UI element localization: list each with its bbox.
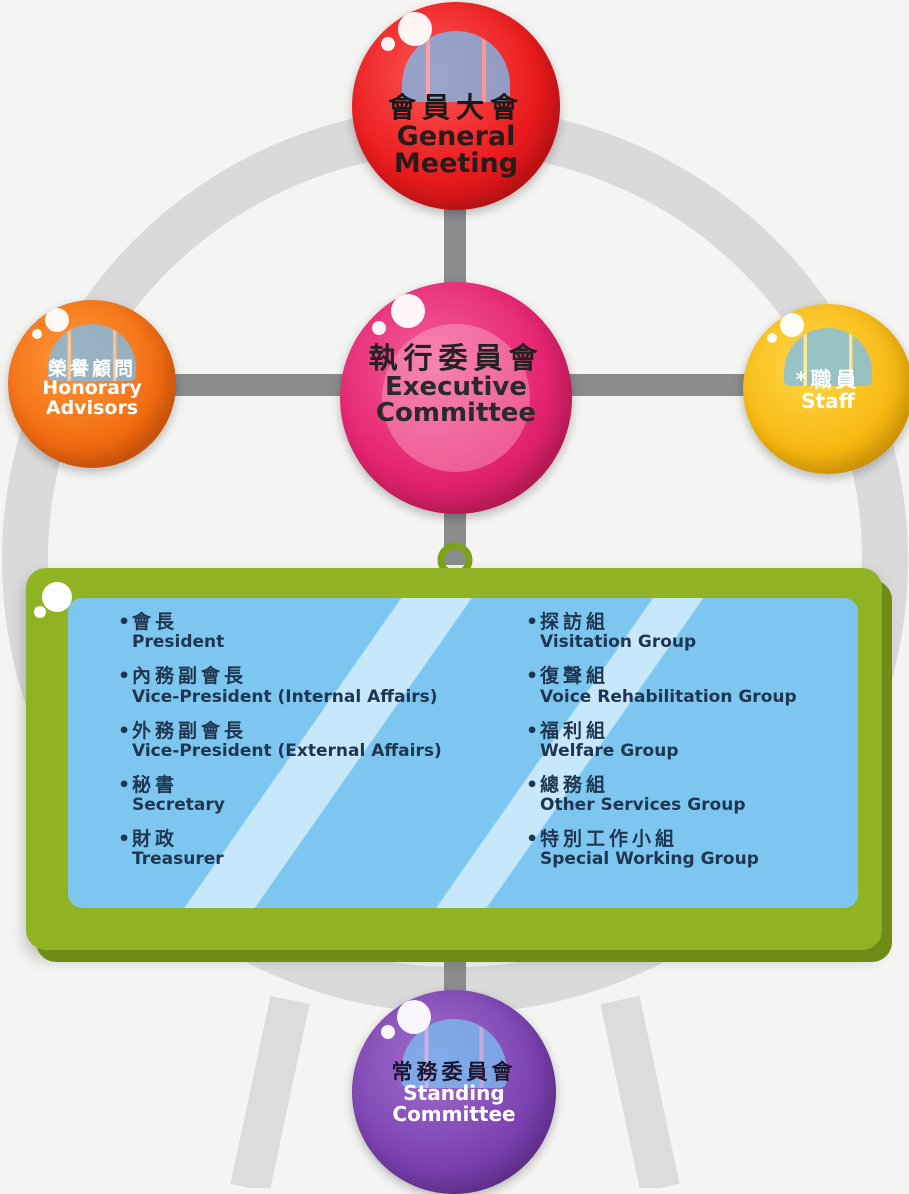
highlight-bubble-small: [381, 37, 396, 52]
role-en: Visitation Group: [540, 632, 697, 653]
connector-gm-ex: [444, 200, 466, 290]
general-meeting-en-1: General: [396, 120, 516, 152]
role-zh: 內務副會長: [132, 665, 248, 688]
bullet: •: [118, 611, 131, 633]
node-inner-ring: [381, 323, 531, 473]
highlight-bubble-small: [766, 332, 777, 343]
role-zh: 特別工作小組: [540, 828, 679, 851]
role-zh: 總務組: [540, 773, 610, 796]
honorary-advisors-node: 榮譽顧問 Honorary Advisors: [8, 300, 176, 468]
standing-committee-en-1: Standing: [403, 1081, 505, 1106]
bullet: •: [118, 719, 131, 742]
highlight-bubble-small: [31, 328, 42, 339]
role-en: Special Working Group: [540, 849, 759, 870]
bullet: •: [118, 665, 131, 688]
executive-committee-en-1: Executive: [384, 371, 527, 402]
role-en: Other Services Group: [540, 795, 746, 816]
role-en: Welfare Group: [540, 740, 679, 761]
bullet: •: [118, 828, 131, 851]
highlight-bubble-small: [380, 1024, 395, 1039]
general-meeting-en-2: Meeting: [393, 148, 519, 180]
staff-node: *職員 Staff: [743, 304, 909, 474]
role-en: Vice-President (Internal Affairs): [132, 686, 438, 707]
general-meeting-node: 會員大會 General Meeting: [352, 2, 560, 210]
wheel-legs: [230, 995, 680, 1188]
role-en: Treasurer: [132, 849, 224, 870]
bullet: •: [526, 665, 539, 688]
role-zh: 秘書: [132, 773, 179, 796]
bullet: •: [118, 773, 131, 796]
highlight-bubble: [396, 1000, 431, 1035]
role-zh: 外務副會長: [132, 719, 248, 742]
role-zh: 會長: [132, 611, 179, 633]
bullet: •: [526, 828, 539, 851]
highlight-bubble: [397, 12, 432, 47]
role-zh: 財政: [132, 828, 179, 851]
role-en: Vice-President (External Affairs): [132, 740, 442, 761]
standing-committee-zh: 常務委員會: [391, 1060, 517, 1084]
connector-ex-st: [565, 374, 750, 396]
highlight-bubble: [44, 308, 69, 333]
role-zh: 探訪組: [540, 611, 610, 633]
staff-en: Staff: [801, 389, 855, 414]
standing-committee-node: 常務委員會 Standing Committee: [352, 990, 556, 1194]
highlight-bubble-small: [34, 606, 46, 618]
role-zh: 復聲組: [540, 665, 610, 688]
staff-zh: *職員: [795, 368, 861, 392]
bullet: •: [526, 611, 539, 633]
honorary-advisors-zh: 榮譽顧問: [47, 358, 136, 380]
highlight-bubble: [391, 293, 426, 328]
highlight-bubble-small: [372, 321, 387, 336]
role-en: Voice Rehabilitation Group: [540, 686, 797, 707]
bullet: •: [526, 719, 539, 742]
honorary-advisors-en-1: Honorary: [42, 377, 142, 400]
role-en: Secretary: [132, 795, 225, 816]
honorary-advisors-en-2: Advisors: [45, 396, 139, 419]
highlight-bubble: [780, 312, 805, 337]
executive-committee-en-2: Committee: [375, 398, 537, 429]
executive-committee-zh: 執行委員會: [368, 341, 544, 375]
role-zh: 福利組: [540, 719, 610, 742]
standing-committee-en-2: Committee: [392, 1101, 516, 1126]
role-en: President: [132, 632, 225, 653]
executive-committee-node: 執行委員會 Executive Committee: [340, 282, 572, 514]
connector-ex-board: [444, 505, 466, 565]
bullet: •: [526, 773, 539, 796]
highlight-bubble: [42, 582, 72, 612]
connector-ha-ex: [170, 374, 350, 396]
general-meeting-zh: 會員大會: [387, 91, 524, 124]
